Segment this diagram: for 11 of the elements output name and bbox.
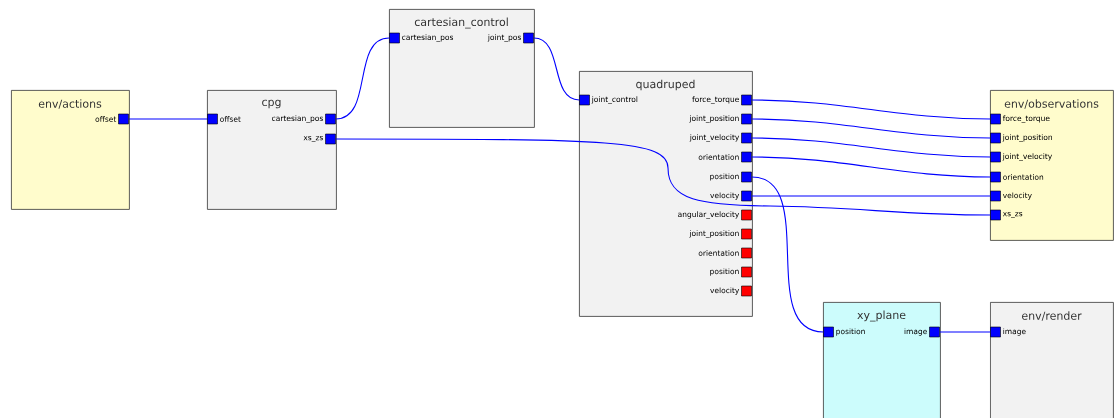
connector	[335, 37, 390, 120]
connector	[751, 118, 991, 139]
connector	[335, 138, 991, 216]
connector	[751, 99, 991, 120]
connector	[751, 176, 824, 333]
connector	[939, 331, 991, 333]
connector	[751, 156, 991, 178]
connector	[533, 37, 580, 101]
connector	[751, 195, 991, 197]
connector	[751, 137, 991, 158]
connector	[128, 118, 208, 120]
